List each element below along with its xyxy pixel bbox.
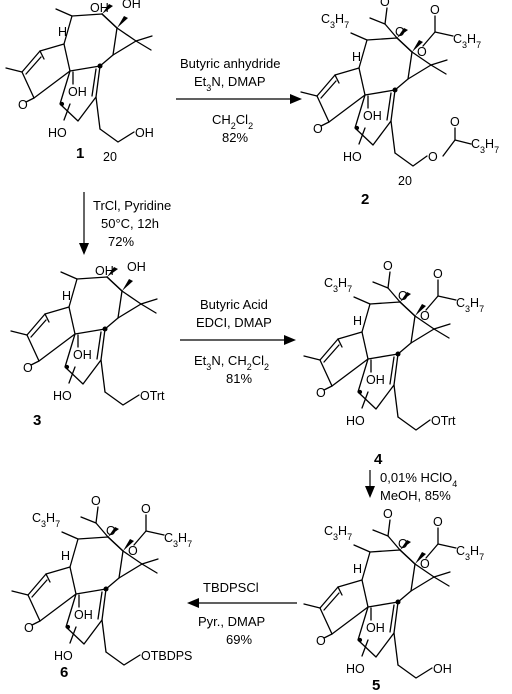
c6-number: 6 bbox=[60, 664, 68, 681]
c1-oh-top-label: OH bbox=[90, 1, 109, 15]
c6-o-carbonyl1: O bbox=[91, 494, 101, 508]
c6-ho-label: HO bbox=[54, 649, 73, 663]
c5-oh-mid-label: OH bbox=[366, 621, 385, 635]
c3-oh-top-label: OH bbox=[95, 264, 114, 278]
c6-acyl-top-label: C3H7 bbox=[32, 511, 60, 529]
cond-1-2-line2: Et3N, DMAP bbox=[194, 74, 265, 93]
cond-1-2-line1: Butyric anhydride bbox=[180, 56, 280, 71]
c5-h-label: H bbox=[353, 562, 362, 576]
c3-oh-top2-label: OH bbox=[127, 260, 146, 274]
cond-1-3-line2: 50°C, 12h bbox=[101, 216, 159, 231]
c2-number: 2 bbox=[361, 191, 369, 208]
c3-number: 3 bbox=[33, 412, 41, 429]
c3-o-label: O bbox=[23, 361, 33, 375]
c4-o-carbonyl2: O bbox=[433, 267, 443, 281]
arrow-4-to-5 bbox=[365, 470, 375, 498]
c5-oh-side-label: OH bbox=[433, 662, 452, 676]
compound-3-structure: H OH OH OH O HO OTrt 3 bbox=[10, 260, 165, 429]
c6-acyl-top2-label: C3H7 bbox=[164, 531, 192, 549]
c1-c20-label: 20 bbox=[103, 150, 117, 164]
c6-oh-mid-label: OH bbox=[74, 608, 93, 622]
c4-o-ester2: O bbox=[420, 309, 430, 323]
c6-o-label: O bbox=[24, 621, 34, 635]
c2-o-label: O bbox=[313, 122, 323, 136]
c5-acyl-top-label: C3H7 bbox=[324, 524, 352, 542]
c2-acyl-top-label: C3H7 bbox=[321, 12, 349, 30]
c2-o-carbonyl2: O bbox=[430, 3, 440, 17]
cond-5-6-line2: Pyr., DMAP bbox=[198, 614, 265, 629]
cond-1-2-line4: 82% bbox=[222, 130, 248, 145]
cond-3-4-line1: Butyric Acid bbox=[200, 297, 268, 312]
c5-ho-label: HO bbox=[346, 662, 365, 676]
c3-otrt-label: OTrt bbox=[140, 389, 165, 403]
arrow-3-to-4 bbox=[180, 335, 296, 345]
c4-oh-mid-label: OH bbox=[366, 373, 385, 387]
c1-oh-top2-label: OH bbox=[122, 0, 141, 11]
c5-acyl-top2-label: C3H7 bbox=[456, 544, 484, 562]
cond-5-6-line3: 69% bbox=[226, 632, 252, 647]
c4-o-label: O bbox=[316, 386, 326, 400]
cond-1-3-line1: TrCl, Pyridine bbox=[93, 198, 171, 213]
c2-h-label: H bbox=[352, 50, 361, 64]
cond-1-2-line3: CH2Cl2 bbox=[212, 112, 253, 131]
c4-o-ester1: O bbox=[398, 289, 408, 303]
c4-number: 4 bbox=[374, 451, 383, 468]
c1-h-label: H bbox=[58, 25, 67, 39]
compound-4-structure: H O C3H7 O O C3H7 O OH O HO OTrt 4 bbox=[303, 259, 484, 468]
c4-acyl-top2-label: C3H7 bbox=[456, 296, 484, 314]
c3-oh-mid-label: OH bbox=[73, 348, 92, 362]
cond-4-5-line1: 0,01% HClO4 bbox=[380, 470, 457, 489]
c2-o-carbonyl3: O bbox=[450, 115, 460, 129]
c2-o-ester1: O bbox=[395, 25, 405, 39]
arrow-1-to-3 bbox=[79, 192, 89, 255]
c5-number: 5 bbox=[372, 677, 380, 694]
c2-c20-label: 20 bbox=[398, 174, 412, 188]
arrow-1-to-2 bbox=[176, 94, 302, 104]
c6-otbdps-label: OTBDPS bbox=[141, 649, 192, 663]
c2-acyl-top2-label: C3H7 bbox=[453, 32, 481, 50]
c5-o-carbonyl1: O bbox=[383, 507, 393, 521]
c2-ho-label: HO bbox=[343, 150, 362, 164]
c3-h-label: H bbox=[62, 289, 71, 303]
c1-oh-mid-label: OH bbox=[68, 85, 87, 99]
c5-o-ester1: O bbox=[398, 537, 408, 551]
compound-1-structure: H OH OH OH O HO OH 20 1 bbox=[5, 0, 154, 164]
c3-ho-label: HO bbox=[53, 389, 72, 403]
c2-o-carbonyl1: O bbox=[380, 0, 390, 9]
c5-o-ester2: O bbox=[420, 557, 430, 571]
c6-h-label: H bbox=[61, 549, 70, 563]
c5-o-carbonyl2: O bbox=[433, 515, 443, 529]
c4-ho-label: HO bbox=[346, 414, 365, 428]
c4-acyl-top-label: C3H7 bbox=[324, 276, 352, 294]
arrow-5-to-6 bbox=[187, 598, 297, 608]
cond-3-4-line2: EDCI, DMAP bbox=[196, 315, 272, 330]
c1-ho-label: HO bbox=[48, 126, 67, 140]
c6-o-ester1: O bbox=[106, 524, 116, 538]
c4-otrt-label: OTrt bbox=[431, 414, 456, 428]
c5-o-label: O bbox=[316, 634, 326, 648]
compound-2-structure: H O C3H7 O O C3H7 O OH O HO O O C3H7 20 … bbox=[300, 0, 499, 208]
cond-5-6-line1: TBDPSCl bbox=[203, 580, 259, 595]
c2-o-side: O bbox=[428, 150, 438, 164]
c2-acyl-side-label: C3H7 bbox=[471, 137, 499, 155]
cond-3-4-line3: Et3N, CH2Cl2 bbox=[194, 353, 269, 372]
c6-o-carbonyl2: O bbox=[141, 502, 151, 516]
c2-o-ester2: O bbox=[417, 45, 427, 59]
c4-h-label: H bbox=[353, 314, 362, 328]
c4-o-carbonyl1: O bbox=[383, 259, 393, 273]
cond-4-5-line2: MeOH, 85% bbox=[380, 488, 451, 503]
c1-oh-side-label: OH bbox=[135, 126, 154, 140]
cond-3-4-line4: 81% bbox=[226, 371, 252, 386]
c1-o-label: O bbox=[18, 98, 28, 112]
c2-oh-mid-label: OH bbox=[363, 109, 382, 123]
c6-o-ester2: O bbox=[128, 544, 138, 558]
compound-5-structure: H O C3H7 O O C3H7 O OH O HO OH 5 bbox=[303, 507, 484, 694]
c1-number: 1 bbox=[76, 145, 84, 162]
cond-1-3-line3: 72% bbox=[108, 234, 134, 249]
compound-6-structure: H O C3H7 O O C3H7 O OH O HO OTBDPS 6 bbox=[11, 494, 192, 681]
